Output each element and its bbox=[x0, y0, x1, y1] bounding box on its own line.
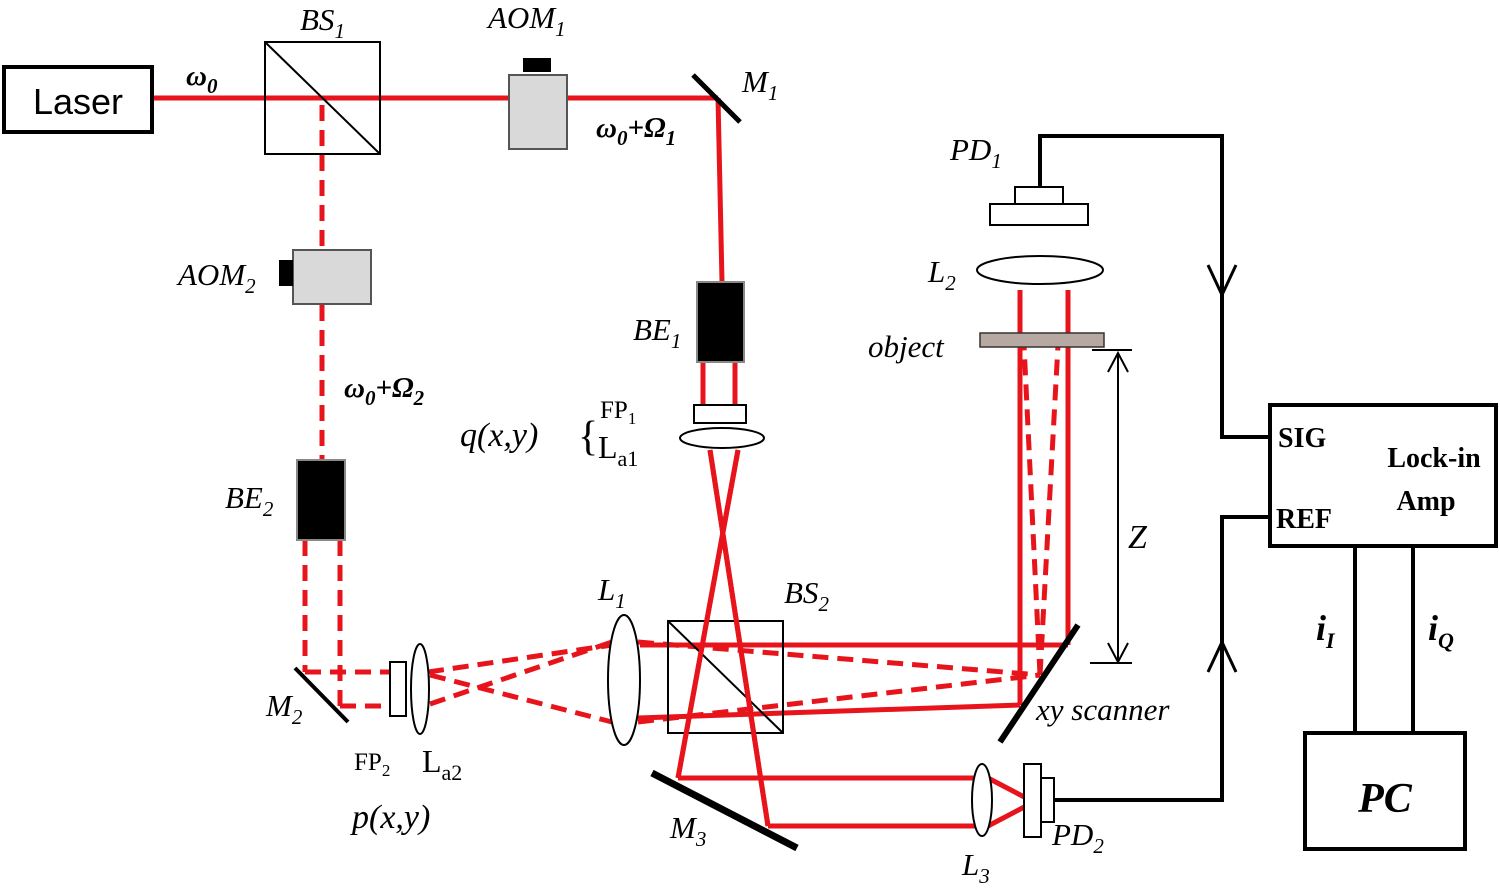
label-aom1: AOM1 bbox=[486, 0, 566, 41]
mirror-2 bbox=[293, 666, 350, 724]
beam-splitter-2 bbox=[667, 620, 784, 734]
lens-a1 bbox=[679, 427, 765, 449]
beam-ref-focus-1 bbox=[427, 642, 613, 675]
label-xy-scanner: xy scanner bbox=[1035, 692, 1170, 727]
label-m1: M1 bbox=[741, 64, 778, 105]
label-fp2: FP2 bbox=[354, 749, 390, 780]
label-i-i: iI bbox=[1316, 608, 1336, 653]
beam-cross-2-over bbox=[675, 449, 741, 779]
beam-ref-up-left bbox=[1021, 344, 1043, 676]
photodetector-2 bbox=[1023, 763, 1055, 838]
beam-splitter-1 bbox=[264, 41, 381, 155]
label-q: q(x,y) bbox=[460, 417, 538, 454]
label-l1: L1 bbox=[597, 572, 626, 613]
photodetector-1 bbox=[989, 186, 1089, 226]
wire-pd1-sig bbox=[1038, 134, 1270, 439]
beam-m1-be1 bbox=[715, 97, 725, 283]
label-m3: M3 bbox=[669, 810, 706, 851]
wire-arrow-up bbox=[1206, 638, 1238, 673]
beam-expander-1 bbox=[696, 281, 745, 363]
pc-box bbox=[1303, 731, 1467, 851]
wire-arrow-down bbox=[1206, 264, 1238, 299]
lockin-amp-box bbox=[1268, 403, 1498, 548]
filter-plate-2 bbox=[389, 661, 407, 717]
aom-1 bbox=[508, 58, 568, 150]
lens-3 bbox=[971, 763, 993, 837]
mirror-3 bbox=[650, 769, 799, 852]
signal-wires bbox=[1038, 134, 1415, 802]
xy-scanner-mirror bbox=[997, 623, 1081, 744]
label-be1: BE1 bbox=[633, 312, 681, 353]
laser-box bbox=[2, 65, 154, 134]
lens-a2 bbox=[410, 643, 430, 735]
label-aom2: AOM2 bbox=[176, 257, 256, 298]
label-m2: M2 bbox=[265, 688, 303, 729]
beam-cross-1-over bbox=[707, 449, 771, 827]
aom-2 bbox=[279, 249, 372, 305]
laser-label: Laser bbox=[33, 81, 123, 122]
mirror-1 bbox=[691, 73, 742, 124]
lens-2 bbox=[976, 255, 1104, 285]
label-lockin-2: Amp bbox=[1396, 486, 1455, 517]
z-dimension-arrow bbox=[1090, 350, 1132, 665]
lens-1 bbox=[607, 614, 641, 746]
label-la1: La1 bbox=[598, 429, 638, 471]
label-brace: { bbox=[578, 414, 598, 460]
label-ref: REF bbox=[1276, 504, 1332, 535]
label-freq2: ω0+Ω2 bbox=[344, 372, 425, 410]
label-i-q: iQ bbox=[1428, 608, 1454, 653]
label-freq1: ω0+Ω1 bbox=[596, 112, 676, 150]
label-fp1: FP1 bbox=[600, 397, 636, 428]
label-be2: BE2 bbox=[225, 480, 274, 521]
label-lockin-1: Lock-in bbox=[1387, 443, 1481, 474]
label-omega0: ω0 bbox=[186, 60, 218, 98]
label-sig: SIG bbox=[1278, 423, 1326, 454]
label-la2: La2 bbox=[422, 743, 462, 785]
object-sample bbox=[979, 332, 1105, 348]
beam-ref-bs2-scanner-top bbox=[637, 639, 1041, 678]
label-pc: PC bbox=[1357, 776, 1413, 822]
beam-ref-focus-3 bbox=[429, 639, 613, 707]
filter-plate-1 bbox=[693, 404, 747, 424]
label-z: Z bbox=[1128, 519, 1148, 556]
label-l3: L3 bbox=[961, 847, 990, 888]
beam-ref-up-right bbox=[1037, 344, 1061, 676]
wire-pd2-ref bbox=[1054, 515, 1270, 802]
beam-ref-focus-2 bbox=[429, 672, 613, 725]
label-pd1: PD1 bbox=[949, 132, 1002, 173]
label-pd2: PD2 bbox=[1051, 817, 1104, 858]
label-object: object bbox=[868, 329, 945, 364]
beam-ref-bs2-scanner-bottom bbox=[637, 672, 1041, 725]
label-bs2: BS2 bbox=[784, 575, 829, 616]
label-l2: L2 bbox=[927, 254, 956, 295]
label-bs1: BS1 bbox=[300, 2, 345, 43]
label-p: p(x,y) bbox=[350, 799, 430, 836]
beam-expander-2 bbox=[296, 459, 346, 541]
